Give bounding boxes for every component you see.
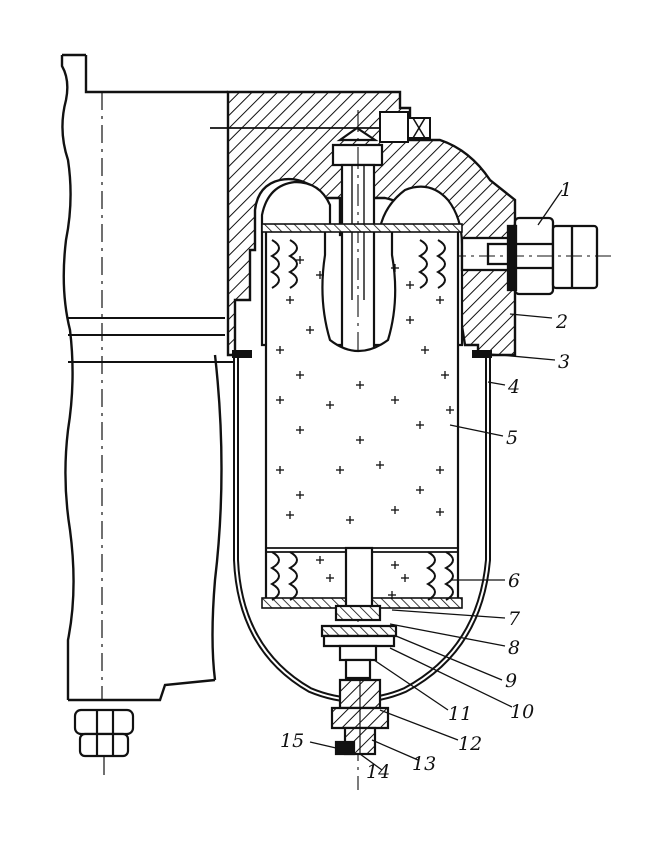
lower-spring bbox=[269, 551, 454, 601]
callout-14: 14 bbox=[366, 761, 390, 783]
upper-spring bbox=[269, 239, 446, 289]
adjacent-drain-bolt bbox=[73, 708, 135, 775]
callout-10: 10 bbox=[510, 701, 534, 723]
callout-12: 12 bbox=[458, 733, 482, 755]
callout-4: 4 bbox=[507, 376, 520, 398]
union-fitting bbox=[450, 216, 615, 296]
callout-1: 1 bbox=[560, 179, 572, 201]
seal-ring bbox=[232, 350, 492, 358]
callout-7: 7 bbox=[508, 608, 521, 630]
callout-labels: 1 2 3 4 5 6 7 8 9 10 11 12 13 14 15 bbox=[280, 179, 572, 783]
callout-11: 11 bbox=[448, 703, 472, 725]
callout-3: 3 bbox=[558, 351, 570, 373]
callout-9: 9 bbox=[505, 670, 517, 692]
adjacent-housing bbox=[60, 53, 235, 702]
lower-stem bbox=[320, 546, 398, 680]
filter-media-texture bbox=[276, 256, 454, 599]
callout-6: 6 bbox=[508, 570, 520, 592]
drain-valve bbox=[330, 678, 390, 756]
callout-5: 5 bbox=[506, 427, 518, 449]
callout-2: 2 bbox=[555, 311, 568, 333]
callout-15: 15 bbox=[280, 730, 304, 752]
callout-8: 8 bbox=[508, 637, 520, 659]
callout-13: 13 bbox=[412, 753, 436, 775]
leader-lines bbox=[309, 189, 563, 771]
